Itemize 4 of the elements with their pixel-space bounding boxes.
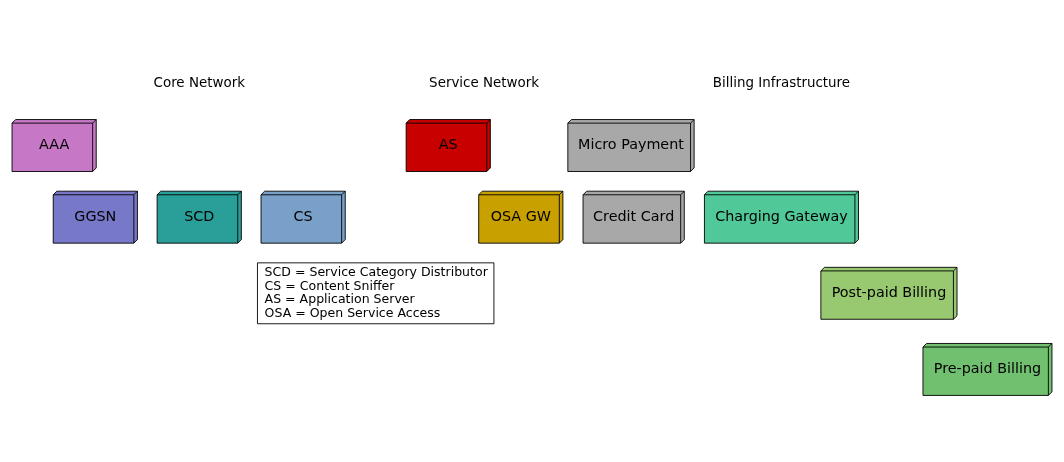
label: Billing Infrastructure <box>712 74 851 90</box>
label: Service Network <box>429 74 540 90</box>
label: Core Network <box>153 74 245 90</box>
node-box: SCD = Service Category Distributor CS = Content Sniffer AS = Application Server OSA = Open Service Access <box>257 261 495 324</box>
